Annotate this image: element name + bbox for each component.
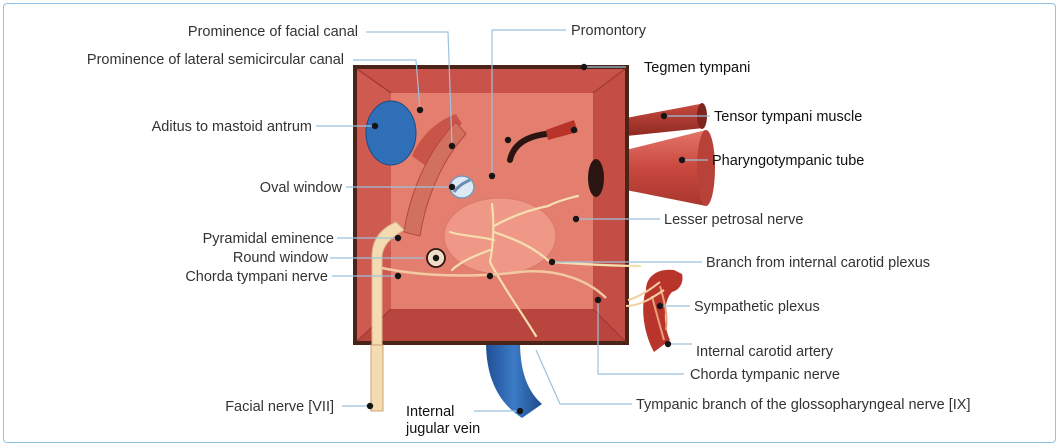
dot-lesser-petrosal (573, 216, 579, 222)
label-sympathetic-plexus: Sympathetic plexus (694, 299, 820, 315)
dot-pyramidal (395, 235, 401, 241)
label-prominence-lateral-semicircular-canal: Prominence of lateral semicircular canal (87, 52, 344, 68)
label-lesser-petrosal-nerve: Lesser petrosal nerve (664, 212, 803, 228)
label-tensor-tympani-muscle: Tensor tympani muscle (714, 109, 862, 125)
dot-pharyngo (679, 157, 685, 163)
pharyngotympanic-tube (626, 130, 715, 206)
label-chorda-tympanic-right: Chorda tympanic nerve (690, 367, 840, 383)
dot-facial-canal (449, 143, 455, 149)
label-aditus-mastoid-antrum: Aditus to mastoid antrum (152, 119, 312, 135)
internal-carotid-artery (643, 270, 682, 352)
internal-jugular-vein (486, 342, 542, 418)
dot-tensor (661, 113, 667, 119)
dot-tympanic-ix (487, 273, 493, 279)
dot-tensor-tendon (505, 137, 511, 143)
tube-opening (588, 159, 604, 197)
dot-sympathetic (657, 303, 663, 309)
label-internal-jugular-line1: Internal (406, 404, 454, 420)
dot-promontory (489, 173, 495, 179)
dot-tensor-belly (571, 127, 577, 133)
label-tegmen-tympani: Tegmen tympani (644, 60, 750, 76)
dot-aditus (372, 123, 378, 129)
label-internal-jugular-line2: jugular vein (405, 421, 480, 437)
tensor-tympani-muscle (626, 103, 707, 136)
dot-facial-nerve (367, 403, 373, 409)
label-branch-internal-carotid-plexus: Branch from internal carotid plexus (706, 255, 930, 271)
dot-jugular (517, 408, 523, 414)
label-pyramidal-eminence: Pyramidal eminence (203, 231, 334, 247)
label-internal-carotid-artery: Internal carotid artery (696, 344, 834, 360)
dot-lateral-canal (417, 107, 423, 113)
label-oval-window: Oval window (260, 180, 343, 196)
dot-carotid-artery (665, 341, 671, 347)
label-facial-nerve: Facial nerve [VII] (225, 399, 334, 415)
label-prominence-facial-canal: Prominence of facial canal (188, 24, 358, 40)
dot-oval-window (449, 184, 455, 190)
dot-tegmen (581, 64, 587, 70)
dot-chorda-right (595, 297, 601, 303)
label-pharyngotympanic-tube: Pharyngotympanic tube (712, 153, 864, 169)
dot-branch-carotid (549, 259, 555, 265)
aditus-to-mastoid-antrum (366, 101, 416, 165)
label-tympanic-branch-glossopharyngeal: Tympanic branch of the glossopharyngeal … (636, 397, 971, 413)
label-promontory: Promontory (571, 23, 647, 39)
label-round-window: Round window (233, 250, 329, 266)
dot-chorda-left (395, 273, 401, 279)
dot-round-window (433, 255, 439, 261)
label-chorda-tympani-left: Chorda tympani nerve (185, 269, 328, 285)
